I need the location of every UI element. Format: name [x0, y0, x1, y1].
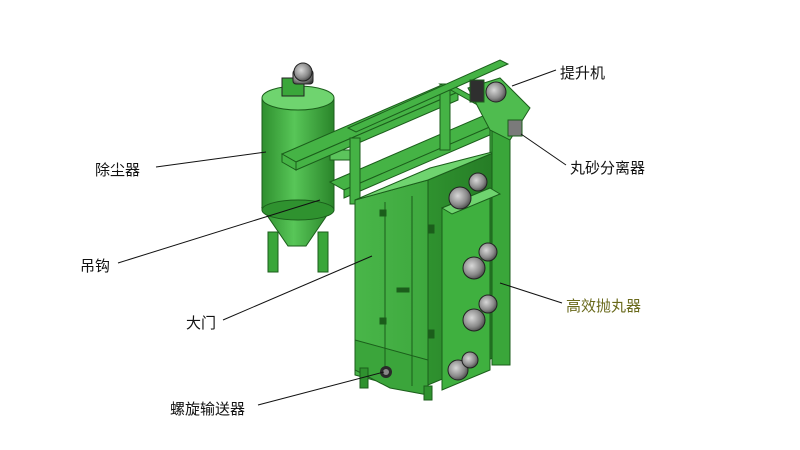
label-hook: 吊钩	[80, 257, 111, 275]
dust-collector	[261, 85, 361, 273]
top-frame	[280, 59, 510, 205]
label-screw-conveyor: 螺旋输送器	[170, 400, 246, 418]
leader-separator	[520, 133, 567, 166]
label-blaster: 高效抛丸器	[566, 297, 642, 315]
leader-blaster	[499, 282, 563, 304]
blaster-motor-icon	[448, 172, 488, 210]
screw-conveyor-outlet	[380, 366, 392, 378]
blaster-motor-icon	[462, 242, 498, 280]
label-elevator: 提升机	[560, 64, 606, 82]
blaster-motor-icon	[462, 294, 498, 332]
leader-hook	[117, 199, 321, 264]
leader-lines	[117, 69, 567, 406]
leader-screw-conveyor	[257, 371, 385, 406]
label-door: 大门	[186, 314, 217, 332]
label-dust-collector: 除尘器	[95, 161, 141, 179]
dust-fan-motor-icon	[281, 62, 314, 97]
leader-elevator	[511, 69, 557, 87]
leader-dust-collector	[155, 151, 267, 168]
label-separator: 丸砂分离器	[570, 159, 646, 177]
blaster-motor-icon	[447, 351, 479, 381]
leader-door	[222, 255, 373, 321]
